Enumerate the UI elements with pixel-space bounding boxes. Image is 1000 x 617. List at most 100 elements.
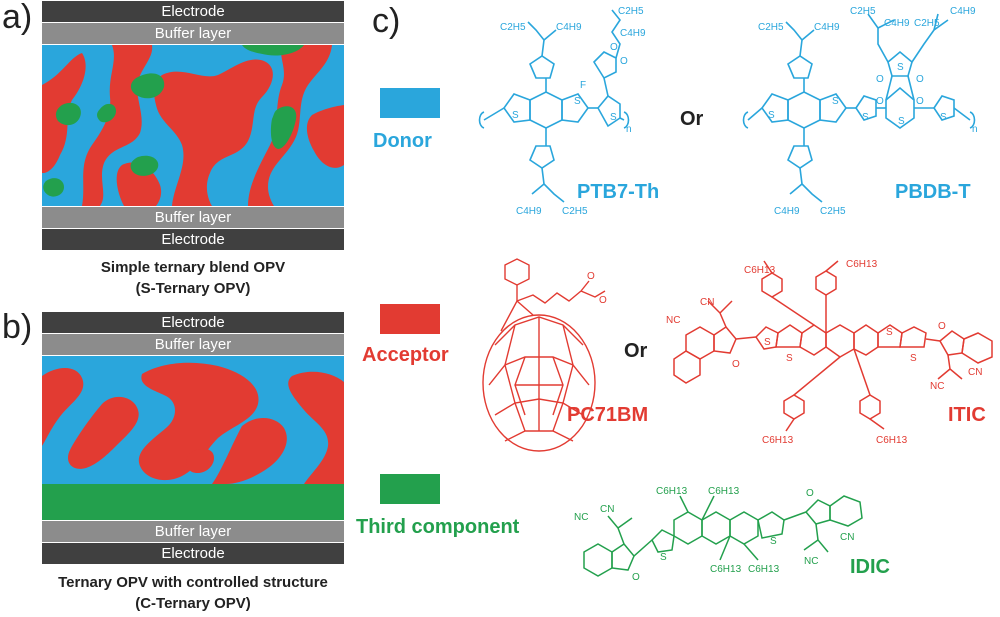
idic-nc-left: NC <box>574 512 588 523</box>
panel-a-letter: a) <box>2 0 33 36</box>
ptb7-c4h9-bottom: C4H9 <box>516 206 542 217</box>
ptb7-ester-ring <box>592 51 617 80</box>
panel-a-caption-line2: (S-Ternary OPV) <box>135 280 251 297</box>
itic-cn-left: CN <box>700 297 714 308</box>
pbdb-bracket-left <box>742 111 749 129</box>
itic-s-4: S <box>910 353 917 364</box>
pc71bm-structure <box>482 258 606 452</box>
panel-b-buffer-top: Buffer layer <box>42 334 344 355</box>
panel-a-electrode-bottom: Electrode <box>42 229 344 250</box>
panel-a-electrode-top: Electrode <box>42 1 344 22</box>
pbdb-bdd-core <box>885 86 915 129</box>
ptb7-oxygen-2: O <box>620 56 628 67</box>
third-legend-label: Third component <box>356 516 520 538</box>
pbdb-s-4: S <box>898 116 905 127</box>
ptb7-thiophene-left <box>503 93 531 123</box>
idic-c6h13-1: C6H13 <box>656 486 688 497</box>
panel-b-acceptor-domains <box>42 362 344 484</box>
ptb7-n: n <box>626 124 632 135</box>
panel-a-buffer-bottom: Buffer layer <box>42 207 344 228</box>
ptb7-th-structure <box>478 9 630 203</box>
itic-structure <box>673 260 993 432</box>
panel-a-active-layer <box>42 45 344 206</box>
itic-nc-right: NC <box>930 381 944 392</box>
pc71bm-labels: O O <box>587 271 607 306</box>
pbdb-s-5: S <box>940 112 947 123</box>
idic-s-1: S <box>660 552 667 563</box>
idic-nc-right: NC <box>804 556 818 567</box>
itic-s-3: S <box>886 327 893 338</box>
ptb7-c2h5-top: C2H5 <box>500 22 526 33</box>
ptb7-s-2: S <box>574 96 581 107</box>
ptb7-side-thiophene-bottom <box>529 145 555 169</box>
pc71bm-name: PC71BM <box>567 404 649 426</box>
panel-c-letter: c) <box>372 2 401 40</box>
itic-cn-right: CN <box>968 367 982 378</box>
or-label-acceptor: Or <box>624 340 648 362</box>
itic-c6h13-4: C6H13 <box>876 435 908 446</box>
ptb7-bracket-right <box>623 111 630 129</box>
pbdb-s-2: S <box>832 96 839 107</box>
idic-c6h13-3: C6H13 <box>710 564 742 575</box>
ptb7-c2h5-bottom: C2H5 <box>562 206 588 217</box>
itic-name: ITIC <box>948 404 986 426</box>
itic-s-2: S <box>786 353 793 364</box>
pbdb-c4h9-mid: C4H9 <box>884 18 910 29</box>
pbdb-o-bottom-left: O <box>876 96 884 107</box>
idic-c6h13-4: C6H13 <box>748 564 780 575</box>
panel-a-buffer-top: Buffer layer <box>42 23 344 44</box>
panel-a-caption-line1: Simple ternary blend OPV <box>100 259 286 276</box>
ptb7-labels: C2H5 C4H9 C2H5 C4H9 F O O S S S n C4H9 C… <box>500 6 646 217</box>
panel-a-third-domains <box>43 45 304 197</box>
pbdb-c2h5-top-right: C2H5 <box>914 18 940 29</box>
ptb7-side-thiophene-top <box>529 55 555 79</box>
pbdb-c4h9-top-right: C4H9 <box>950 6 976 17</box>
pbdb-n: n <box>972 124 978 135</box>
pc71bm-o-top: O <box>587 271 595 282</box>
idic-c6h13-2: C6H13 <box>708 486 740 497</box>
pbdb-s-1: S <box>768 110 775 121</box>
panel-b-letter: b) <box>2 308 33 346</box>
pbdb-o-right: O <box>916 74 924 85</box>
acceptor-swatch <box>380 304 440 334</box>
itic-o-right: O <box>938 321 946 332</box>
ptb7-fluoro: F <box>580 80 586 91</box>
itic-s-1: S <box>764 337 771 348</box>
pbdb-c2h5-top-left: C2H5 <box>758 22 784 33</box>
ptb7-thiophene-right <box>561 93 589 123</box>
donor-legend-label: Donor <box>373 130 432 152</box>
pbdb-o-left: O <box>876 74 884 85</box>
itic-nc-left: NC <box>666 315 680 326</box>
donor-swatch <box>380 88 440 118</box>
ptb7-thienothiophene <box>597 94 621 128</box>
or-label-donor: Or <box>680 108 704 130</box>
ptb7-c4h9-ester: C4H9 <box>620 28 646 39</box>
third-swatch <box>380 474 440 504</box>
pbdb-c2h5-top-mid: C2H5 <box>850 6 876 17</box>
itic-labels: C6H13 C6H13 NC CN O S S S S O CN NC C6H1… <box>666 259 982 446</box>
pbdb-c4h9-top-left: C4H9 <box>814 22 840 33</box>
itic-c6h13-1: C6H13 <box>744 265 776 276</box>
pc71bm-fullerene-cage <box>482 314 596 452</box>
panel-b-third-layer <box>42 484 344 520</box>
ptb7-oxygen-1: O <box>610 42 618 53</box>
pbdb-c4h9-bottom: C4H9 <box>774 206 800 217</box>
pbdb-s-top: S <box>897 62 904 73</box>
pbdb-o-bottom-right: O <box>916 96 924 107</box>
ptb7-c4h9-top: C4H9 <box>556 22 582 33</box>
pbdb-t-structure <box>742 13 976 203</box>
itic-c6h13-3: C6H13 <box>762 435 794 446</box>
panel-b-caption-line1: Ternary OPV with controlled structure <box>58 574 328 591</box>
itic-o-left: O <box>732 359 740 370</box>
idic-labels: CN NC C6H13 C6H13 S S O C6H13 C6H13 O CN… <box>574 486 854 583</box>
ptb7-s-3: S <box>610 112 617 123</box>
idic-name: IDIC <box>850 556 890 578</box>
idic-cn-right: CN <box>840 532 854 543</box>
pbdb-c2h5-bottom: C2H5 <box>820 206 846 217</box>
idic-structure <box>583 495 863 577</box>
pbdb-labels: C2H5 C4H9 C2H5 C4H9 C2H5 C4H9 S O O O O … <box>758 6 978 217</box>
ptb7-c2h5-ester: C2H5 <box>618 6 644 17</box>
idic-s-2: S <box>770 536 777 547</box>
idic-cn-left: CN <box>600 504 614 515</box>
idic-o-left: O <box>632 572 640 583</box>
